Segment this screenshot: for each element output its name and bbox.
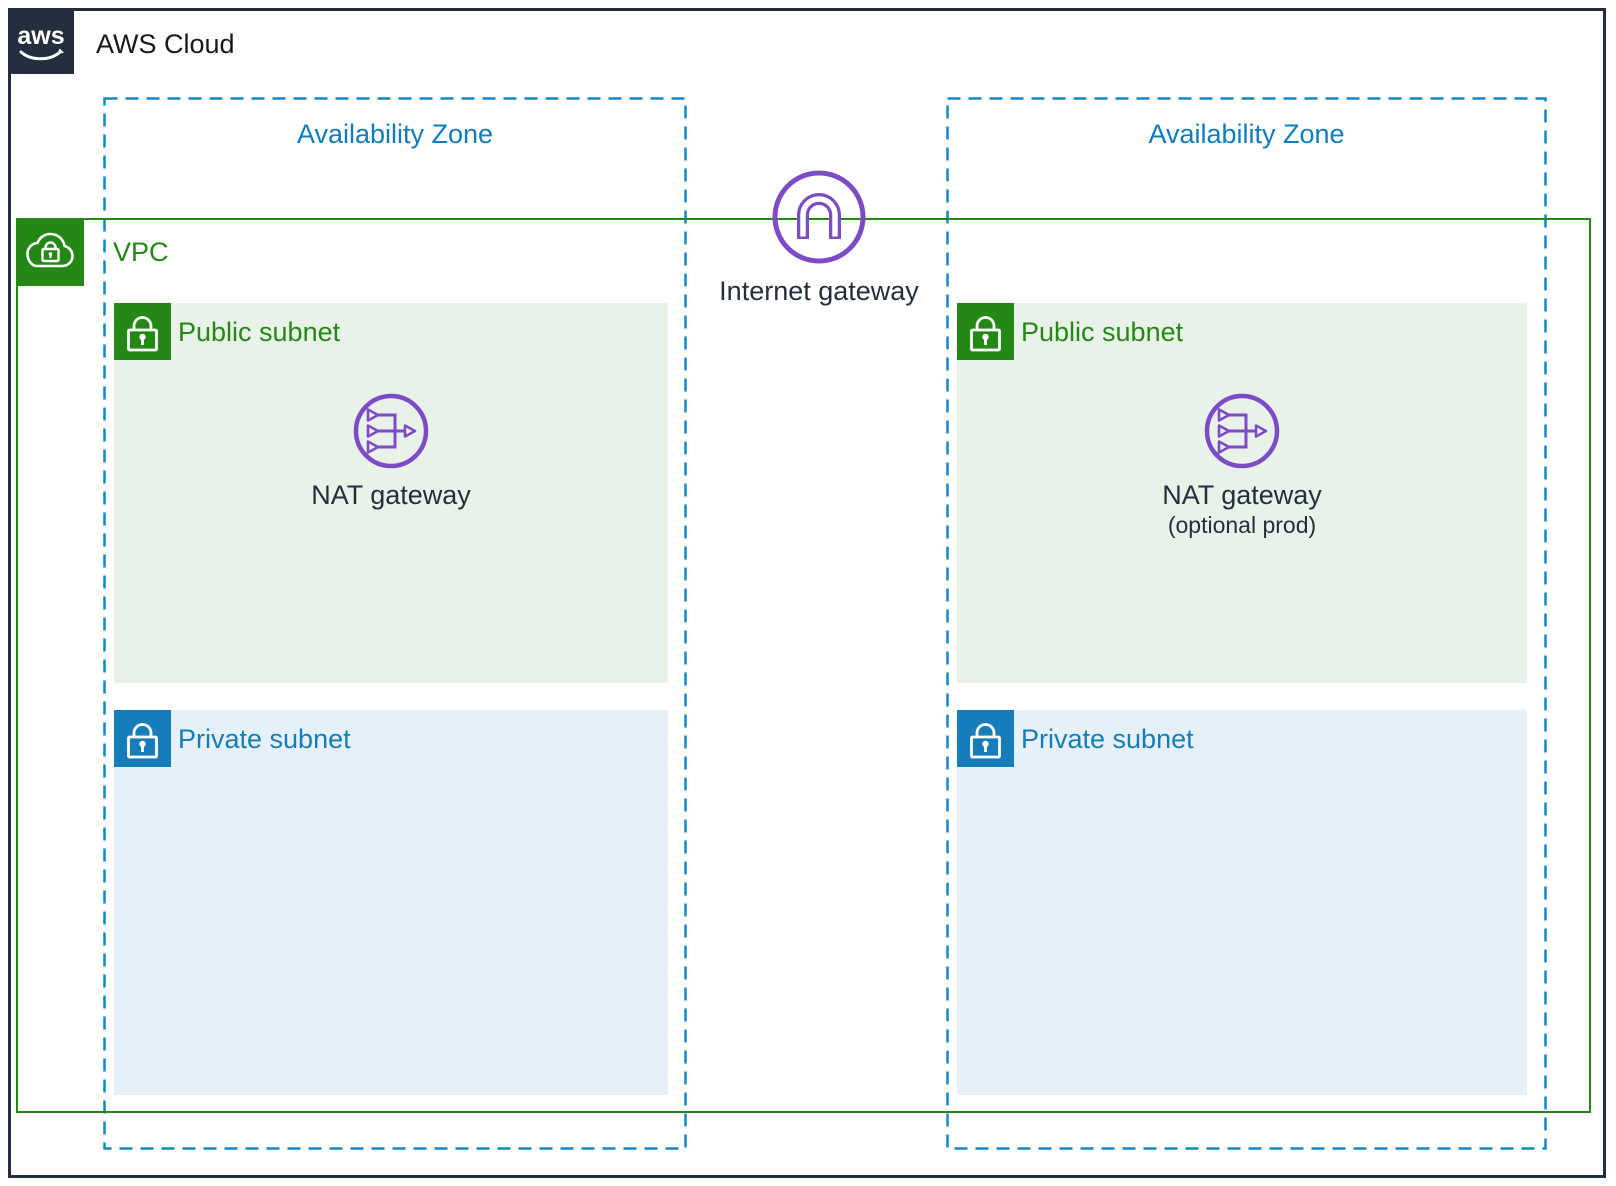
internet-gateway-label: Internet gateway: [719, 276, 919, 306]
public-subnet-right: [957, 303, 1527, 683]
public-subnet-left-padlock-icon: [114, 303, 171, 360]
public-subnet-left: [114, 303, 668, 683]
aws-logo-text: aws: [17, 22, 64, 50]
aws-cloud-group-border: [8, 8, 1606, 1178]
aws-smile-logo: aws: [17, 22, 65, 61]
nat-gateway-right-note: (optional prod): [1167, 512, 1317, 538]
private-subnet-left: [114, 710, 668, 1095]
vpc-cloud-lock-icon: [16, 218, 84, 286]
private-subnet-left-padlock-icon: [114, 710, 171, 767]
public-subnet-left-label: Public subnet: [178, 317, 341, 347]
internet-gateway-icon: [772, 170, 866, 264]
nat-gateway-left-icon: [353, 393, 429, 469]
aws-logo-icon: aws: [8, 8, 74, 74]
vpc-label: VPC: [113, 237, 169, 267]
private-subnet-left-label: Private subnet: [178, 724, 351, 754]
nat-gateway-right-label: NAT gateway: [1162, 480, 1322, 510]
nat-gateway-right-icon: [1204, 393, 1280, 469]
public-subnet-right-label: Public subnet: [1021, 317, 1184, 347]
availability-zone-right-label: Availability Zone: [1148, 119, 1345, 149]
public-subnet-right-padlock-icon: [957, 303, 1014, 360]
aws-cloud-label: AWS Cloud: [96, 29, 235, 59]
private-subnet-right-padlock-icon: [957, 710, 1014, 767]
nat-gateway-left-label: NAT gateway: [311, 480, 471, 510]
private-subnet-right: [957, 710, 1527, 1095]
private-subnet-right-label: Private subnet: [1021, 724, 1194, 754]
availability-zone-left-label: Availability Zone: [296, 119, 494, 149]
